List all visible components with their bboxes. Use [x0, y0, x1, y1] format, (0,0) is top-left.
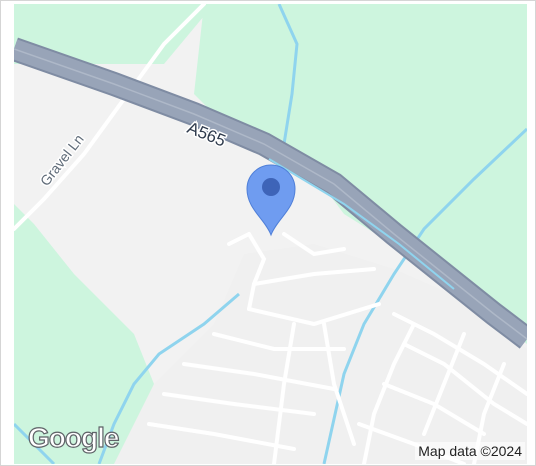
residential-area — [114, 244, 527, 464]
waterways — [14, 4, 527, 464]
gravel-lane — [14, 4, 206, 231]
map-attribution: Map data ©2024 — [415, 442, 525, 460]
map-pin-icon[interactable] — [246, 164, 296, 237]
map-canvas[interactable]: A565 Gravel Ln Google Map data ©2024 — [14, 4, 527, 464]
park-bottom-left — [14, 204, 154, 464]
roadside-water — [268, 158, 455, 290]
stream-east — [322, 127, 527, 464]
stream-southwest — [97, 292, 240, 464]
minor-roads — [14, 4, 527, 464]
park-top-left — [14, 4, 214, 64]
google-logo: Google — [27, 421, 120, 453]
stream-corner — [14, 422, 56, 464]
a565-road-centerline — [14, 48, 527, 340]
map-tiles: A565 Gravel Ln — [14, 4, 527, 464]
